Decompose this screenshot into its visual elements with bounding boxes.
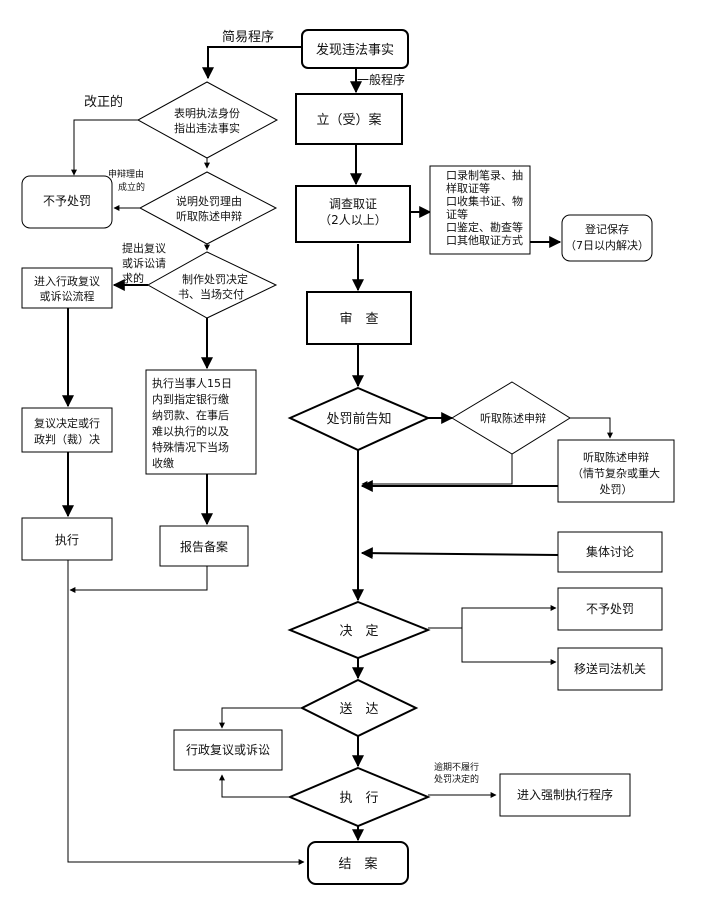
node-collective-text: 集体讨论 (586, 544, 634, 559)
node-admin-review-text: 行政复议或诉讼 (186, 743, 270, 757)
node-explain-line1: 说明处罚理由 (176, 194, 242, 208)
node-explain-line2: 听取陈述申辩 (176, 209, 242, 223)
svg-text:求的: 求的 (122, 271, 144, 285)
node-admin-review (173, 729, 283, 771)
node-pre-notice-text: 处罚前告知 (326, 411, 391, 427)
node-execute-main (287, 766, 431, 828)
node-no-penalty-right (557, 587, 663, 631)
svg-text:特殊情况下当场: 特殊情况下当场 (152, 440, 229, 454)
node-identity-line2: 指出违法事实 (174, 121, 240, 135)
node-evidence-methods (429, 165, 531, 255)
node-close-case (307, 841, 409, 885)
node-identity (136, 81, 279, 159)
label-reason-established: 申辩理由 成立的 (108, 168, 145, 193)
node-discover-text: 发现违法事实 (316, 42, 394, 58)
node-make-decision-line1: 制作处罚决定 (182, 272, 248, 286)
node-enter-review (21, 267, 113, 309)
node-register-save-line2: （7日以内解决） (565, 238, 649, 252)
connectors (62, 46, 613, 865)
svg-text:提出复议: 提出复议 (122, 241, 166, 255)
node-collective (557, 531, 663, 573)
node-report-file-text: 报告备案 (180, 539, 228, 554)
node-enforce (499, 773, 631, 817)
node-transfer-text: 移送司法机关 (574, 661, 646, 676)
node-no-penalty-left (21, 175, 113, 229)
svg-text:收缴: 收缴 (152, 456, 174, 470)
node-hearing (557, 439, 675, 503)
node-make-decision-line2: 书、当场交付 (178, 287, 244, 301)
node-discover (301, 29, 409, 69)
svg-text:口收集书证、物: 口收集书证、物 (446, 194, 523, 208)
node-deliver (299, 678, 419, 738)
svg-text:执行当事人15日: 执行当事人15日 (152, 376, 232, 390)
node-execute-left-text: 执行 (55, 533, 79, 547)
node-register (295, 93, 403, 145)
label-simple-procedure: 简易程序 (222, 29, 274, 45)
node-enforce-text: 进入强制执行程序 (517, 787, 613, 802)
node-report-file (159, 525, 249, 567)
node-execute-left (21, 517, 113, 561)
node-make-decision (146, 251, 278, 319)
node-close-case-text: 结 案 (338, 857, 377, 872)
svg-text:内到指定银行缴: 内到指定银行缴 (152, 392, 229, 406)
node-hearing-line1: 听取陈述申辩 (583, 450, 649, 464)
node-register-text: 立（受）案 (316, 113, 381, 128)
svg-text:处罚决定的: 处罚决定的 (434, 773, 479, 785)
node-enter-review-line2: 或诉讼流程 (40, 289, 95, 303)
node-hear-statement (451, 381, 571, 455)
node-review-text: 审 查 (339, 312, 378, 327)
node-no-penalty-right-text: 不予处罚 (586, 602, 634, 616)
node-investigate-line2: （2人以上） (319, 213, 387, 227)
node-register-save (561, 214, 653, 262)
svg-text:申辩理由: 申辩理由 (108, 168, 144, 180)
node-decide (287, 600, 431, 660)
node-enter-review-line1: 进入行政复议 (34, 274, 100, 288)
svg-text:成立的: 成立的 (118, 181, 145, 193)
node-review-result-line1: 复议决定或行 (34, 416, 100, 430)
node-evidence-methods-text: 口录制笔录、抽 样取证等 口收集书证、物 证等 口鉴定、勘查等 口其他取证方式 (446, 168, 523, 247)
node-pay-fine-text: 执行当事人15日 内到指定银行缴 纳罚款、在事后 难以执行的以及 特殊情况下当场… (152, 376, 232, 470)
svg-text:难以执行的以及: 难以执行的以及 (152, 424, 229, 438)
svg-text:纳罚款、在事后: 纳罚款、在事后 (152, 408, 229, 422)
node-identity-line1: 表明执法身份 (174, 106, 240, 120)
node-no-penalty-left-text: 不予处罚 (43, 194, 91, 208)
svg-text:口其他取证方式: 口其他取证方式 (446, 233, 523, 247)
label-overdue: 逾期不履行 处罚决定的 (434, 761, 479, 785)
label-appeal-request: 提出复议 或诉讼请 求的 (122, 241, 166, 285)
node-investigate-line1: 调查取证 (329, 197, 377, 211)
node-hearing-line3: 处罚） (600, 483, 633, 496)
node-execute-main-text: 执 行 (339, 791, 378, 806)
label-general-procedure: 一般程序 (357, 72, 405, 87)
svg-text:口鉴定、勘查等: 口鉴定、勘查等 (446, 220, 523, 234)
node-hearing-line2: （情节复杂或重大 (572, 466, 660, 480)
label-corrected: 改正的 (84, 94, 123, 110)
node-review-result-line2: 政判（裁）决 (34, 432, 100, 446)
node-decide-text: 决 定 (339, 624, 378, 639)
svg-text:或诉讼请: 或诉讼请 (122, 257, 166, 270)
node-transfer (557, 647, 663, 691)
node-review (306, 291, 412, 345)
node-review-result (21, 407, 113, 453)
node-deliver-text: 送 达 (339, 702, 378, 717)
node-register-save-line1: 登记保存 (585, 222, 629, 236)
node-pay-fine (145, 369, 257, 475)
node-pre-notice (287, 386, 431, 452)
svg-text:样取证等: 样取证等 (446, 181, 490, 195)
svg-text:证等: 证等 (446, 207, 468, 221)
node-hear-statement-text: 听取陈述申辩 (480, 411, 546, 425)
node-investigate (295, 185, 411, 243)
svg-text:口录制笔录、抽: 口录制笔录、抽 (446, 168, 523, 182)
node-explain (138, 171, 278, 245)
svg-text:逾期不履行: 逾期不履行 (434, 761, 479, 773)
